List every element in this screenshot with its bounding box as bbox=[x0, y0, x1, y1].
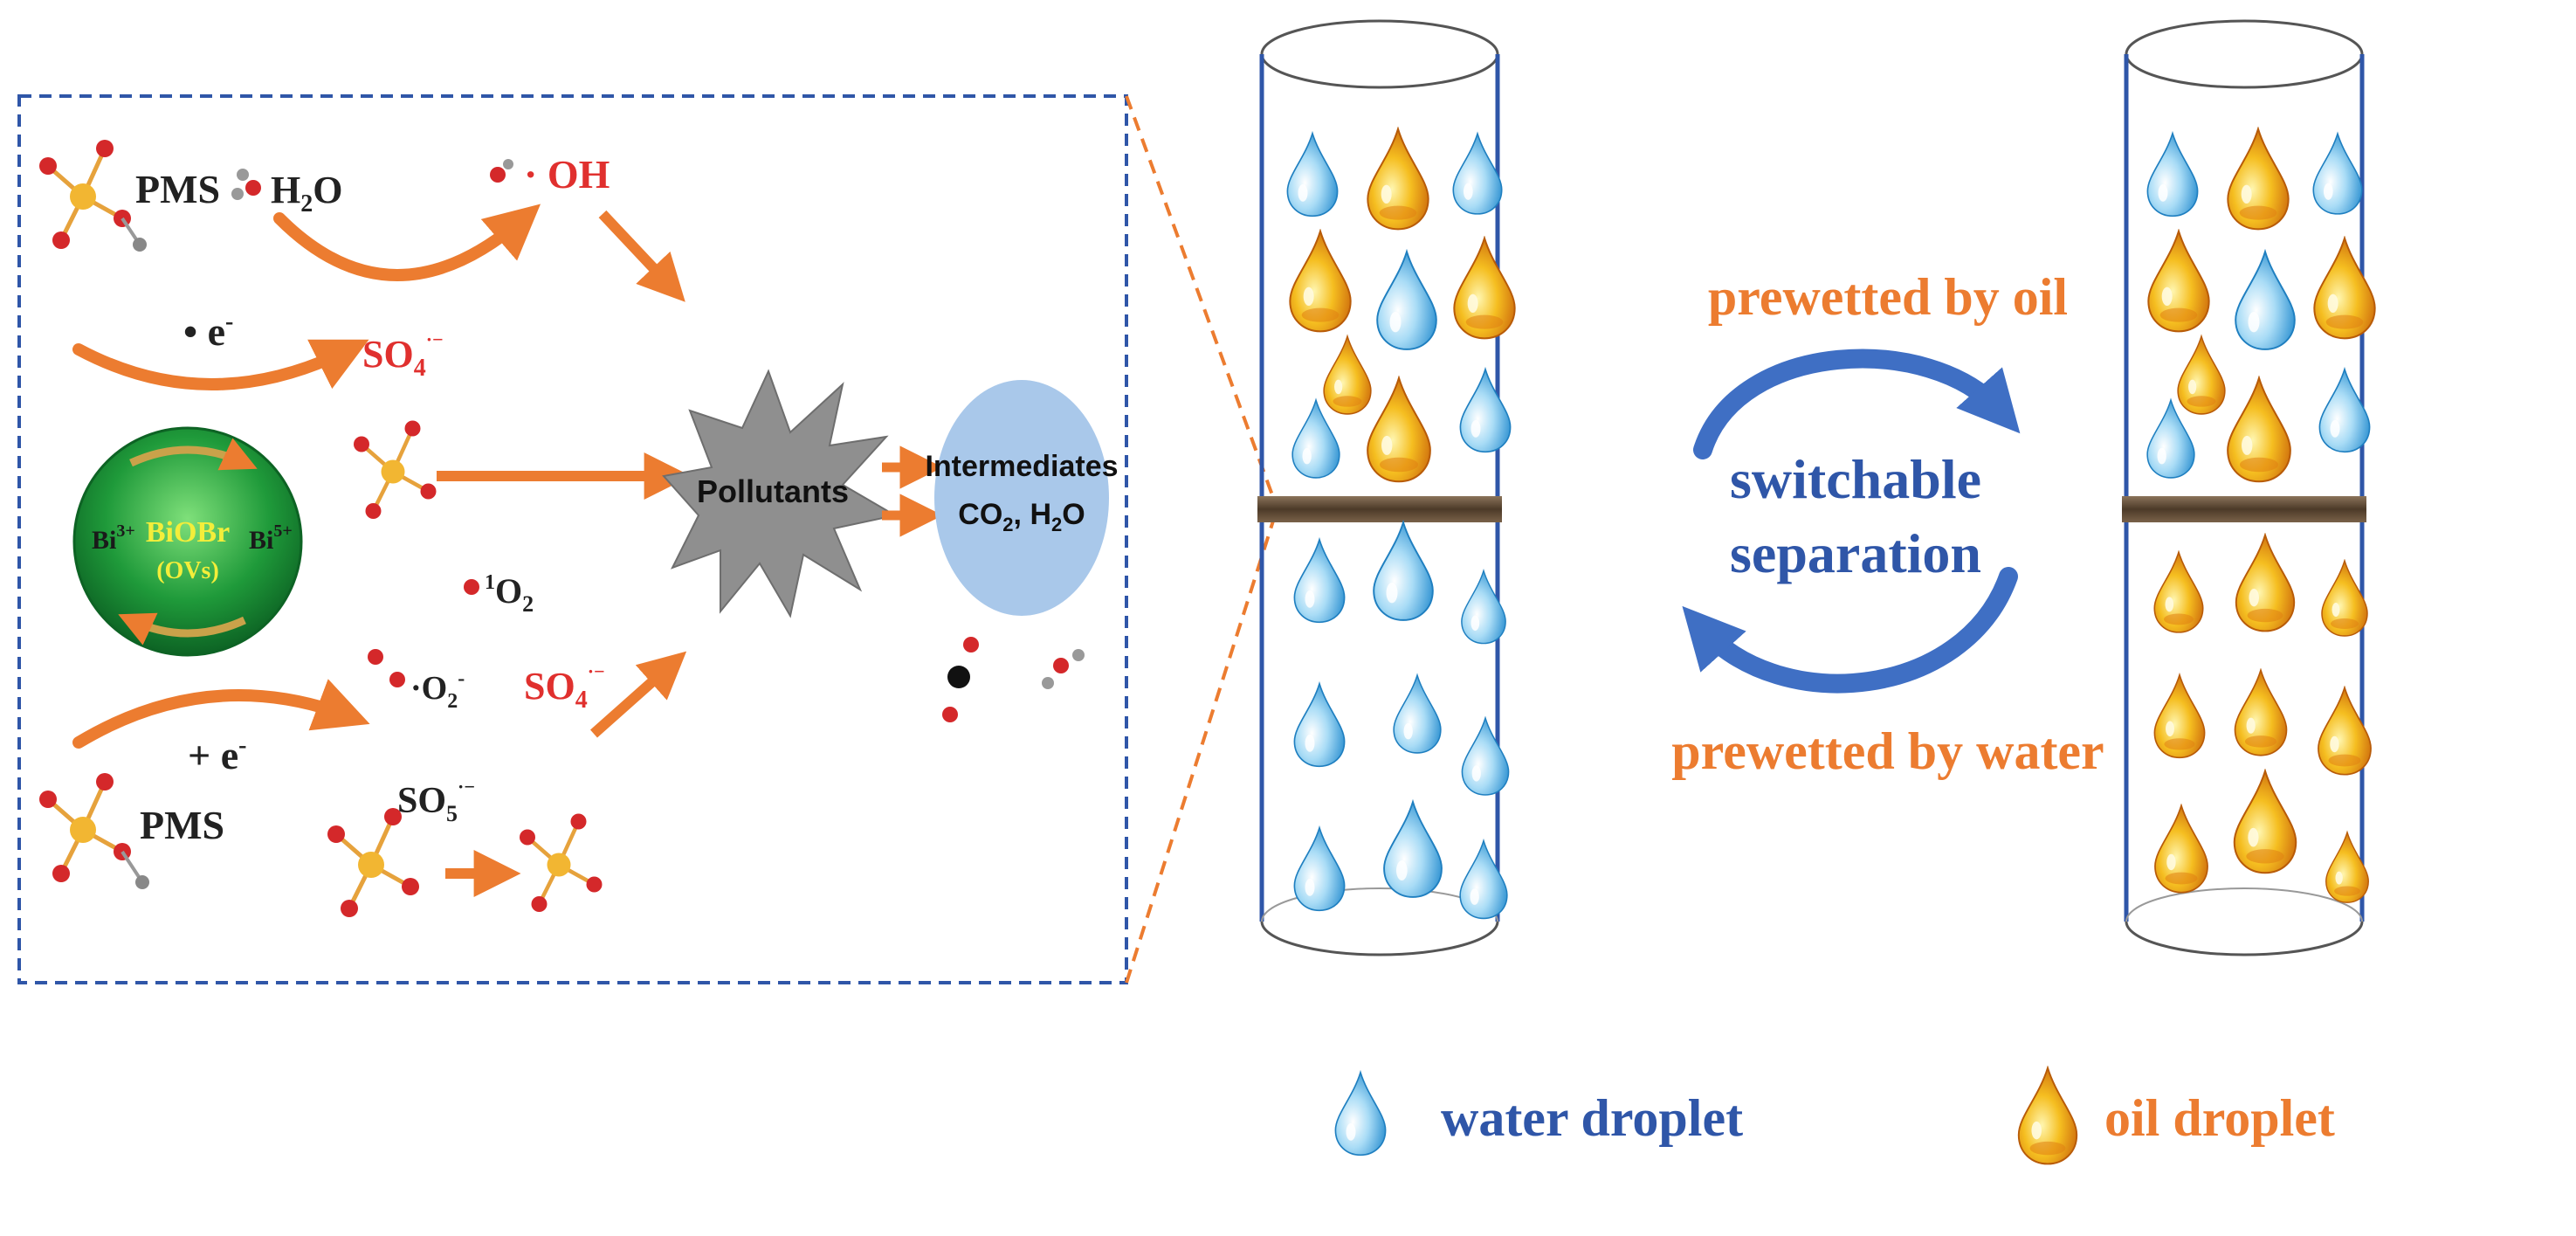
pms-label-bottom: PMS bbox=[140, 803, 224, 847]
catalyst-ovs: (OVs) bbox=[156, 557, 219, 584]
oil-droplet bbox=[2233, 770, 2297, 874]
arrow-h2o-to-oh bbox=[273, 204, 541, 281]
bi5-label: Bi5+ bbox=[249, 521, 293, 555]
so5-radical-label: SO5·− bbox=[397, 776, 475, 826]
oh-radical-molecule bbox=[490, 159, 513, 183]
electron-gain-label: + e- bbox=[188, 732, 246, 777]
connector-upper bbox=[1125, 95, 1277, 503]
pms-label-top: PMS bbox=[135, 167, 220, 211]
singlet-oxygen-label: 1O2 bbox=[485, 571, 534, 617]
water-droplet bbox=[1393, 674, 1442, 754]
pms-molecule-bottom bbox=[39, 773, 149, 889]
prewetted-by-oil-label: prewetted by oil bbox=[1708, 268, 2068, 326]
oil-droplet bbox=[2313, 237, 2376, 340]
oil-droplet bbox=[2153, 673, 2206, 759]
switch-arrow-upper bbox=[1693, 349, 2021, 459]
water-droplet bbox=[1376, 251, 1437, 350]
water-droplet bbox=[1293, 682, 1346, 768]
so4-molecule-upper bbox=[354, 421, 437, 520]
legend-oil-icon bbox=[2017, 1067, 2078, 1165]
oil-droplet bbox=[1367, 128, 1429, 231]
water-droplet bbox=[2235, 251, 2296, 350]
so5-molecule bbox=[327, 808, 419, 917]
legend-water-icon bbox=[1334, 1071, 1387, 1157]
column-right bbox=[2124, 19, 2365, 956]
water-droplet bbox=[2146, 132, 2199, 218]
legend-water-label: water droplet bbox=[1441, 1089, 1743, 1147]
singlet-oxygen-atom bbox=[464, 579, 479, 595]
separation-label: separation bbox=[1730, 522, 1981, 584]
oil-droplet bbox=[2227, 128, 2290, 231]
oil-droplet bbox=[2234, 669, 2288, 756]
pms-molecule-top bbox=[39, 140, 147, 252]
switchable-label: switchable bbox=[1730, 448, 1981, 510]
so4-radical-lower: SO4·− bbox=[524, 660, 605, 714]
pollutants-label: Pollutants bbox=[697, 473, 849, 509]
water-droplet bbox=[1286, 132, 1339, 218]
oil-droplet bbox=[2154, 804, 2208, 894]
water-molecule-product bbox=[1042, 649, 1085, 689]
arrow-so4-lower-to-pollutants bbox=[590, 651, 687, 738]
h2o-label-top: H2O bbox=[271, 169, 342, 218]
products-ellipse bbox=[934, 380, 1109, 616]
so4-radical-upper: SO4·− bbox=[362, 328, 444, 382]
arrow-electron-loss bbox=[72, 339, 369, 390]
oil-droplet bbox=[2177, 335, 2226, 415]
bi3-label: Bi3+ bbox=[92, 521, 135, 555]
superoxide-molecule bbox=[368, 649, 405, 687]
water-droplet bbox=[1452, 133, 1503, 215]
catalyst-name: BiOBr bbox=[146, 516, 230, 549]
switch-arrow-lower bbox=[1682, 567, 2018, 694]
water-droplet bbox=[1373, 521, 1434, 621]
oil-droplet bbox=[1289, 230, 1352, 333]
water-molecule-top bbox=[231, 169, 261, 200]
superoxide-label: ·O2- bbox=[410, 667, 465, 713]
membrane-right bbox=[2122, 496, 2366, 522]
so4-molecule-lower bbox=[520, 814, 603, 913]
water-droplet bbox=[1383, 801, 1443, 898]
water-droplet bbox=[1459, 839, 1508, 920]
arrow-electron-gain bbox=[72, 679, 370, 749]
products-line2: CO2, H2O bbox=[958, 498, 1085, 535]
oil-droplet bbox=[1453, 237, 1516, 340]
water-droplet bbox=[1293, 826, 1346, 912]
biobr-catalyst-sphere bbox=[72, 426, 303, 657]
oil-droplet bbox=[2147, 230, 2210, 333]
mechanism-frame bbox=[17, 94, 1128, 984]
oh-radical-label: · OH bbox=[524, 152, 610, 197]
column-left bbox=[1259, 19, 1500, 956]
oil-droplet bbox=[2227, 376, 2291, 483]
co2-molecule bbox=[942, 637, 979, 722]
prewetted-by-water-label: prewetted by water bbox=[1671, 722, 2104, 780]
water-droplet bbox=[2312, 133, 2363, 215]
electron-loss-label: • e- bbox=[183, 308, 233, 354]
water-droplet bbox=[2146, 399, 2195, 479]
oil-droplet bbox=[1367, 376, 1431, 483]
water-droplet bbox=[1291, 399, 1340, 479]
water-droplet bbox=[1293, 538, 1346, 624]
water-droplet bbox=[1459, 368, 1512, 453]
products-line1: Intermediates bbox=[925, 450, 1118, 483]
legend-oil-label: oil droplet bbox=[2104, 1089, 2335, 1147]
membrane-left bbox=[1257, 496, 1502, 522]
oil-droplet bbox=[2235, 534, 2296, 632]
arrow-oh-to-pollutants bbox=[598, 210, 685, 302]
water-droplet bbox=[1461, 717, 1510, 796]
pollutants-starburst bbox=[662, 369, 898, 618]
oil-droplet bbox=[2153, 551, 2204, 633]
oil-droplet bbox=[1323, 335, 1372, 415]
connector-lower bbox=[1125, 514, 1277, 984]
